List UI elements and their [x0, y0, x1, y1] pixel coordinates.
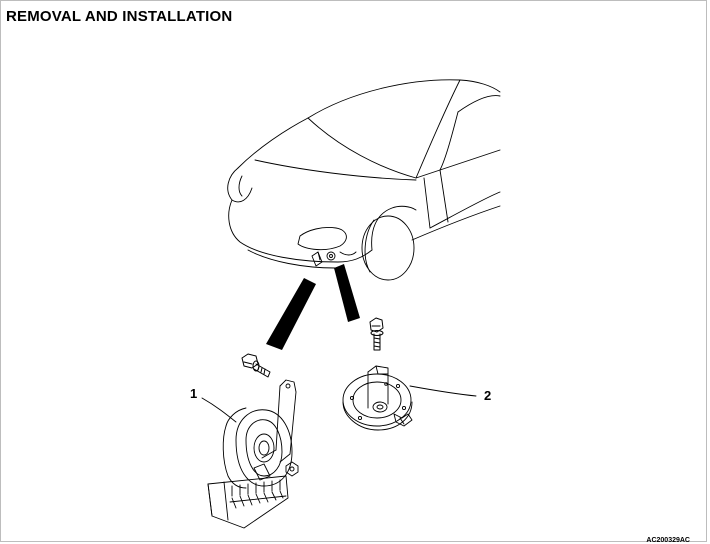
- figure-code: AC200329AC: [646, 537, 690, 544]
- callout-label-1: 1: [190, 386, 197, 401]
- horn-2-icon: [342, 365, 413, 431]
- callout-1: 1: [190, 386, 237, 423]
- callout-label-2: 2: [484, 388, 491, 403]
- bolt-right-icon: [369, 317, 384, 351]
- pointer-arrows: [266, 264, 360, 350]
- callout-2: 2: [409, 385, 491, 403]
- horn-1-icon: [207, 379, 299, 529]
- section-title: REMOVAL AND INSTALLATION: [6, 8, 233, 25]
- bolt-left-icon: [241, 353, 271, 378]
- vehicle-outline: [227, 79, 501, 281]
